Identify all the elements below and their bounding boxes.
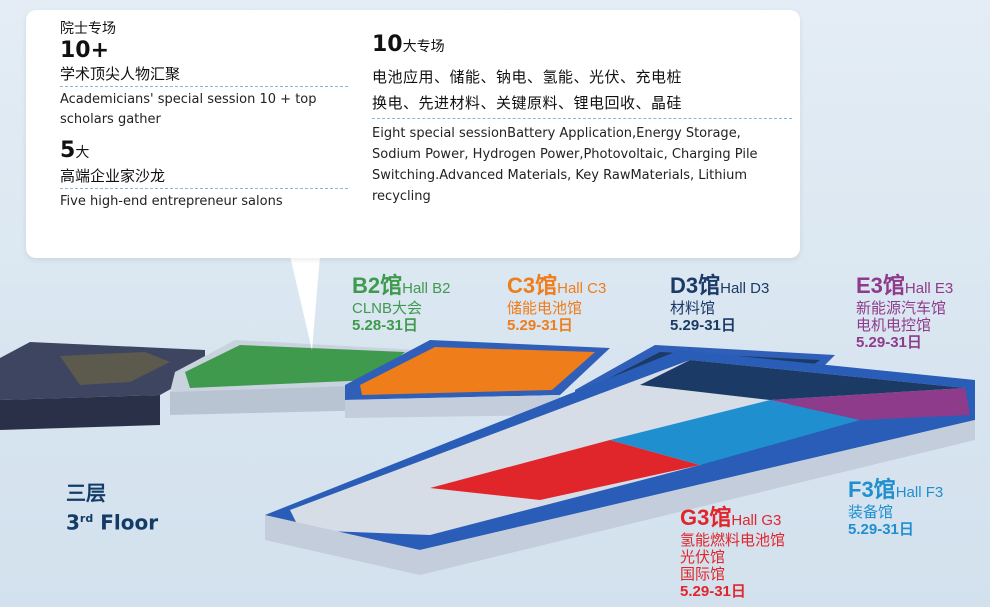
- floor-num: 3: [66, 510, 80, 535]
- floor-zh: 三层: [66, 481, 106, 505]
- hall-e3-label: E3馆Hall E3 新能源汽车馆 电机电控馆 5.29-31日: [856, 268, 953, 351]
- hall-f3-label: F3馆Hall F3 装备馆 5.29-31日: [848, 472, 943, 538]
- divider: [372, 118, 792, 119]
- academicians-en: Academicians' special session 10 + top s…: [60, 92, 317, 127]
- floor-label: 三层 3rd Floor: [66, 480, 158, 536]
- hall-g3-label: G3馆Hall G3 氢能燃料电池馆 光伏馆 国际馆 5.29-31日: [680, 500, 785, 600]
- hall-f3-code: F3馆: [848, 477, 896, 502]
- hall-e3-date: 5.29-31日: [856, 334, 922, 351]
- academicians-label: 院士专场: [60, 21, 116, 37]
- hall-d3-en: Hall D3: [720, 280, 770, 297]
- special-count-unit: 大专场: [402, 39, 445, 55]
- special-en: Eight special sessionBattery Application…: [372, 126, 758, 204]
- floor-en: Floor: [100, 510, 159, 535]
- special-count-line: 10大专场: [372, 32, 792, 60]
- hall-d3-label: D3馆Hall D3 材料馆 5.29-31日: [670, 268, 769, 334]
- hall-f3-line1: 装备馆: [848, 504, 894, 521]
- hall-g3-line2: 光伏馆: [680, 549, 726, 566]
- academicians-zh: 学术顶尖人物汇聚: [60, 65, 181, 83]
- hall-efg-block: [265, 350, 975, 575]
- hall-g3-line1: 氢能燃料电池馆: [680, 532, 786, 549]
- hall-e3-en: Hall E3: [904, 280, 954, 297]
- hall-e3-code: E3馆: [856, 273, 905, 298]
- hall-d3-date: 5.29-31日: [670, 317, 736, 334]
- callout-right-column: 10大专场 电池应用、储能、钠电、氢能、光伏、充电桩 换电、先进材料、关键原料、…: [372, 32, 792, 207]
- hall-c3-date: 5.29-31日: [507, 317, 573, 334]
- salons-count-line: 5大: [60, 138, 348, 166]
- hall-c3-label: C3馆Hall C3 储能电池馆 5.29-31日: [507, 268, 606, 334]
- special-zh-line1: 电池应用、储能、钠电、氢能、光伏、充电桩: [372, 68, 683, 86]
- divider: [60, 188, 348, 189]
- divider: [60, 86, 348, 87]
- hall-c3-line1: 储能电池馆: [507, 300, 583, 317]
- hall-b2-line1: CLNB大会: [352, 300, 423, 317]
- floor-sup: rd: [79, 512, 94, 525]
- hall-b2-en: Hall B2: [402, 280, 451, 297]
- hall-d3-code: D3馆: [670, 273, 721, 298]
- building-left: [0, 342, 205, 430]
- hall-c3-en: Hall C3: [557, 280, 607, 297]
- hall-c3-code: C3馆: [507, 273, 558, 298]
- hall-b2-label: B2馆Hall B2 CLNB大会 5.28-31日: [352, 268, 450, 334]
- salons-zh: 高端企业家沙龙: [60, 167, 166, 185]
- floor-en-line: 3rd Floor: [66, 506, 158, 536]
- hall-d3-line1: 材料馆: [670, 300, 716, 317]
- hall-b2-date: 5.28-31日: [352, 317, 418, 334]
- callout-left-column: 院士专场 10+ 学术顶尖人物汇聚 Academicians' special …: [60, 20, 348, 212]
- hall-e3-line2: 电机电控馆: [856, 317, 932, 334]
- hall-g3-code: G3馆: [680, 505, 732, 530]
- academicians-count: 10+: [60, 38, 110, 63]
- salons-count: 5: [60, 138, 76, 163]
- special-count: 10: [372, 32, 403, 57]
- hall-g3-en: Hall G3: [731, 512, 782, 529]
- hall-c3-block: [345, 340, 610, 418]
- salons-en: Five high-end entrepreneur salons: [60, 194, 283, 209]
- salons-count-unit: 大: [75, 145, 90, 161]
- hall-g3-line3: 国际馆: [680, 566, 726, 583]
- hall-e3-line1: 新能源汽车馆: [856, 300, 947, 317]
- hall-b2-code: B2馆: [352, 273, 403, 298]
- hall-f3-en: Hall F3: [895, 484, 944, 501]
- hall-f3-date: 5.29-31日: [848, 521, 914, 538]
- callout-pointer: [290, 256, 320, 350]
- hall-g3-date: 5.29-31日: [680, 583, 746, 600]
- special-zh-line2: 换电、先进材料、关键原料、锂电回收、晶硅: [372, 94, 683, 112]
- callout-card: 院士专场 10+ 学术顶尖人物汇聚 Academicians' special …: [26, 10, 800, 258]
